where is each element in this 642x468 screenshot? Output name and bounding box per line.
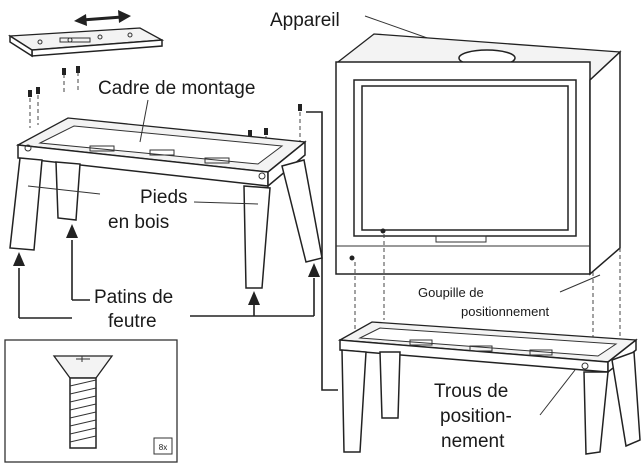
label-en-bois: en bois	[108, 212, 169, 233]
screw-detail-box	[4, 339, 178, 463]
label-pieds: Pieds	[140, 187, 188, 208]
double-arrow-icon	[74, 10, 131, 26]
wooden-legs-right	[341, 349, 641, 455]
mounting-plate-top	[7, 27, 165, 58]
mounting-frame-right	[337, 321, 638, 374]
appliance-body	[335, 33, 622, 276]
label-nement: nement	[441, 431, 505, 452]
label-quantity: 8x	[159, 443, 167, 452]
screw-icon	[52, 355, 114, 449]
label-trous-de: Trous de	[434, 381, 508, 402]
label-positionnement: positionnement	[461, 304, 550, 319]
arrow-up-icon	[13, 224, 320, 319]
mounting-frame-left	[15, 117, 307, 188]
label-appareil: Appareil	[270, 10, 340, 31]
label-patins-de: Patins de	[94, 287, 173, 308]
label-position: position-	[440, 406, 512, 427]
alignment-lines	[354, 234, 621, 355]
label-cadre-de-montage: Cadre de montage	[98, 78, 255, 99]
label-goupille-de: Goupille de	[418, 285, 484, 300]
label-feutre: feutre	[108, 311, 157, 332]
